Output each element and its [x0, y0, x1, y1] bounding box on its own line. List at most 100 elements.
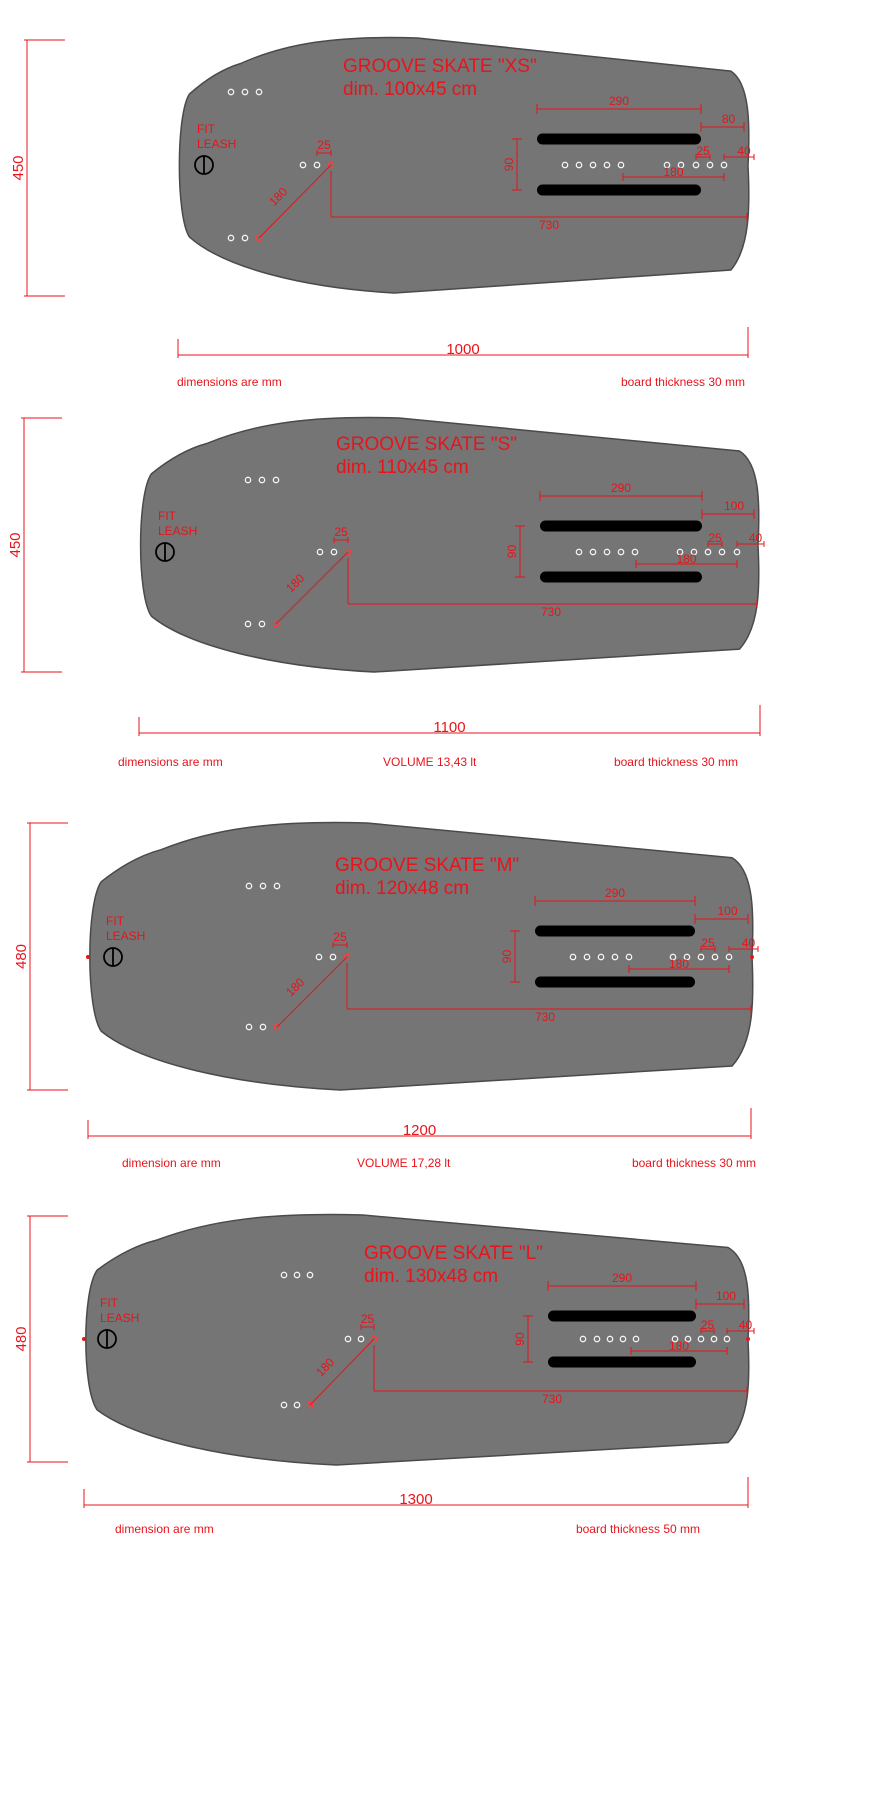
insert-hole [617, 161, 625, 169]
dim-25-center-label: 25 [361, 1312, 375, 1326]
board-width-label: 450 [7, 532, 24, 557]
units-note: dimension are mm [115, 1522, 214, 1536]
tail-marker [750, 955, 754, 959]
insert-hole [370, 1335, 378, 1343]
rear-insert-row [671, 1335, 731, 1343]
insert-hole [293, 1271, 301, 1279]
insert-hole [280, 1271, 288, 1279]
dim-180-rear-label: 180 [669, 1339, 689, 1353]
insert-hole [255, 88, 263, 96]
front-insert-holes [227, 88, 263, 96]
footstrap-pad [548, 1356, 696, 1368]
board-length-label: 1000 [446, 341, 479, 358]
leash-label: LEASH [106, 929, 145, 943]
insert-hole [677, 161, 685, 169]
dim-tail-offset-label: 80 [722, 112, 736, 126]
dim-25-rear [707, 541, 723, 547]
dim-90-label: 90 [513, 1332, 527, 1346]
insert-hole [692, 161, 700, 169]
strap-insert-row [561, 161, 625, 169]
dim-25-rear-label: 25 [701, 1318, 715, 1332]
center-insert-holes [299, 161, 335, 169]
insert-hole [293, 1401, 301, 1409]
board-title: GROOVE SKATE "S" [336, 434, 517, 455]
center-insert-holes [344, 1335, 378, 1343]
dim-40 [726, 1328, 755, 1334]
dim-180-rear [630, 1347, 728, 1355]
footstrap-pad [548, 1310, 696, 1322]
volume-note: VOLUME 17,28 lt [357, 1156, 451, 1170]
dim-25-rear [695, 154, 711, 160]
footstrap-pad [537, 133, 701, 145]
insert-hole [589, 161, 597, 169]
insert-hole [273, 882, 281, 890]
insert-hole [617, 548, 625, 556]
strap-insert-row [579, 1335, 640, 1343]
insert-hole [272, 476, 280, 484]
board-length-label: 1100 [433, 719, 465, 736]
dim-40 [728, 946, 759, 952]
dim-tail-offset [700, 122, 745, 132]
insert-hole [725, 953, 733, 961]
side-insert-holes [244, 620, 280, 628]
board-drawing-0: GROOVE SKATE "XS"dim. 100x45 cmFITLEASH1… [10, 36, 755, 389]
dim-730-label: 730 [539, 218, 559, 232]
front-insert-holes [244, 476, 280, 484]
board-dimensions-text: dim. 120x48 cm [335, 878, 469, 899]
fit-label: FIT [106, 914, 125, 928]
dim-90 [515, 525, 525, 578]
dim-40-label: 40 [742, 936, 756, 950]
dim-board-width [27, 822, 68, 1091]
dim-40-label: 40 [749, 531, 763, 545]
insert-hole [669, 953, 677, 961]
board-dimensions-text: dim. 100x45 cm [343, 79, 477, 100]
dim-90-label: 90 [502, 158, 516, 172]
insert-hole [313, 161, 321, 169]
leash-label: LEASH [100, 1311, 139, 1325]
board-drawing-1: GROOVE SKATE "S"dim. 110x45 cmFITLEASH18… [7, 416, 765, 769]
insert-hole [561, 161, 569, 169]
board-title: GROOVE SKATE "XS" [343, 56, 537, 77]
footstrap-pad [537, 184, 701, 196]
insert-hole [227, 234, 235, 242]
side-insert-holes [227, 234, 263, 242]
insert-hole [245, 882, 253, 890]
fit-label: FIT [158, 509, 177, 523]
dim-25-center-label: 25 [333, 930, 347, 944]
dim-90 [510, 930, 520, 983]
dim-40 [723, 154, 755, 160]
insert-hole [583, 953, 591, 961]
insert-hole [273, 1023, 281, 1031]
rear-insert-row [663, 161, 728, 169]
insert-hole [606, 1335, 614, 1343]
nose-marker [82, 1337, 86, 1341]
dim-25-center-label: 25 [334, 525, 348, 539]
dim-90 [512, 138, 522, 191]
dim-290-label: 290 [611, 481, 631, 495]
diagonal-dimension-line [309, 1338, 375, 1406]
thickness-note: board thickness 30 mm [614, 755, 738, 769]
insert-hole [344, 1335, 352, 1343]
thickness-note: board thickness 30 mm [632, 1156, 756, 1170]
dim-board-length [87, 1108, 752, 1139]
dim-25-center [316, 150, 332, 156]
dim-tail-offset [701, 509, 755, 519]
dim-180-rear-label: 180 [669, 957, 689, 971]
dim-180-rear-label: 180 [676, 552, 696, 566]
diagonal-dimension-line [276, 956, 348, 1028]
board-title: GROOVE SKATE "L" [364, 1243, 543, 1264]
dim-180-rear [635, 560, 738, 568]
dim-25-rear-label: 25 [696, 144, 710, 158]
strap-insert-row [569, 953, 633, 961]
insert-hole [299, 161, 307, 169]
insert-hole [357, 1335, 365, 1343]
insert-hole [315, 953, 323, 961]
center-insert-holes [315, 953, 351, 961]
insert-hole [241, 234, 249, 242]
dim-290 [534, 896, 696, 906]
insert-hole [706, 161, 714, 169]
dim-290-label: 290 [605, 886, 625, 900]
leash-label: LEASH [197, 137, 236, 151]
dim-290-label: 290 [612, 1271, 632, 1285]
rear-insert-row [676, 548, 741, 556]
